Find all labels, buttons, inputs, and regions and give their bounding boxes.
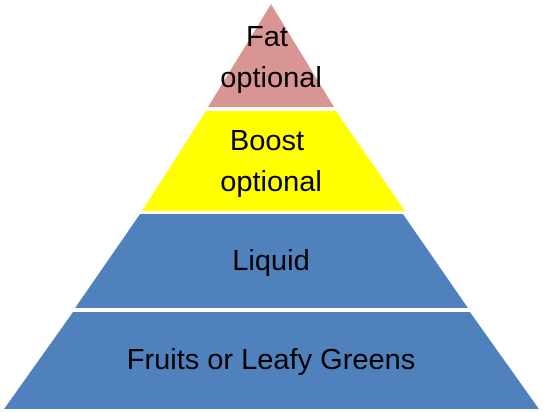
tier-fruits-greens-label: Fruits or Leafy Greens [127, 344, 416, 376]
tier-boost-label-line-1: Boost [230, 125, 304, 157]
svg-text:Boost optional: Boost optional [220, 125, 322, 198]
pyramid-tier-boost: Boost optional [142, 111, 405, 211]
pyramid-tier-fat: Fat optional [208, 4, 334, 107]
pyramid-tier-liquid: Liquid [75, 214, 468, 308]
svg-text:Fruits or Leafy Greens: Fruits or Leafy Greens [127, 344, 416, 376]
tier-liquid-label: Liquid [232, 245, 309, 277]
tier-fat-label-line-1: Fat [246, 21, 288, 53]
tier-boost-label-line-2: optional [220, 166, 322, 198]
svg-text:Liquid: Liquid [232, 245, 309, 277]
svg-text:Fat optional: Fat optional [220, 21, 322, 94]
tier-fat-label-line-2: optional [220, 62, 322, 94]
tier-fruits-greens-shape [4, 312, 539, 409]
tier-boost-shape [142, 111, 405, 211]
pyramid-tier-fruits-greens: Fruits or Leafy Greens [4, 312, 539, 409]
tier-fat-shape [208, 4, 334, 107]
tier-liquid-shape [75, 214, 468, 308]
